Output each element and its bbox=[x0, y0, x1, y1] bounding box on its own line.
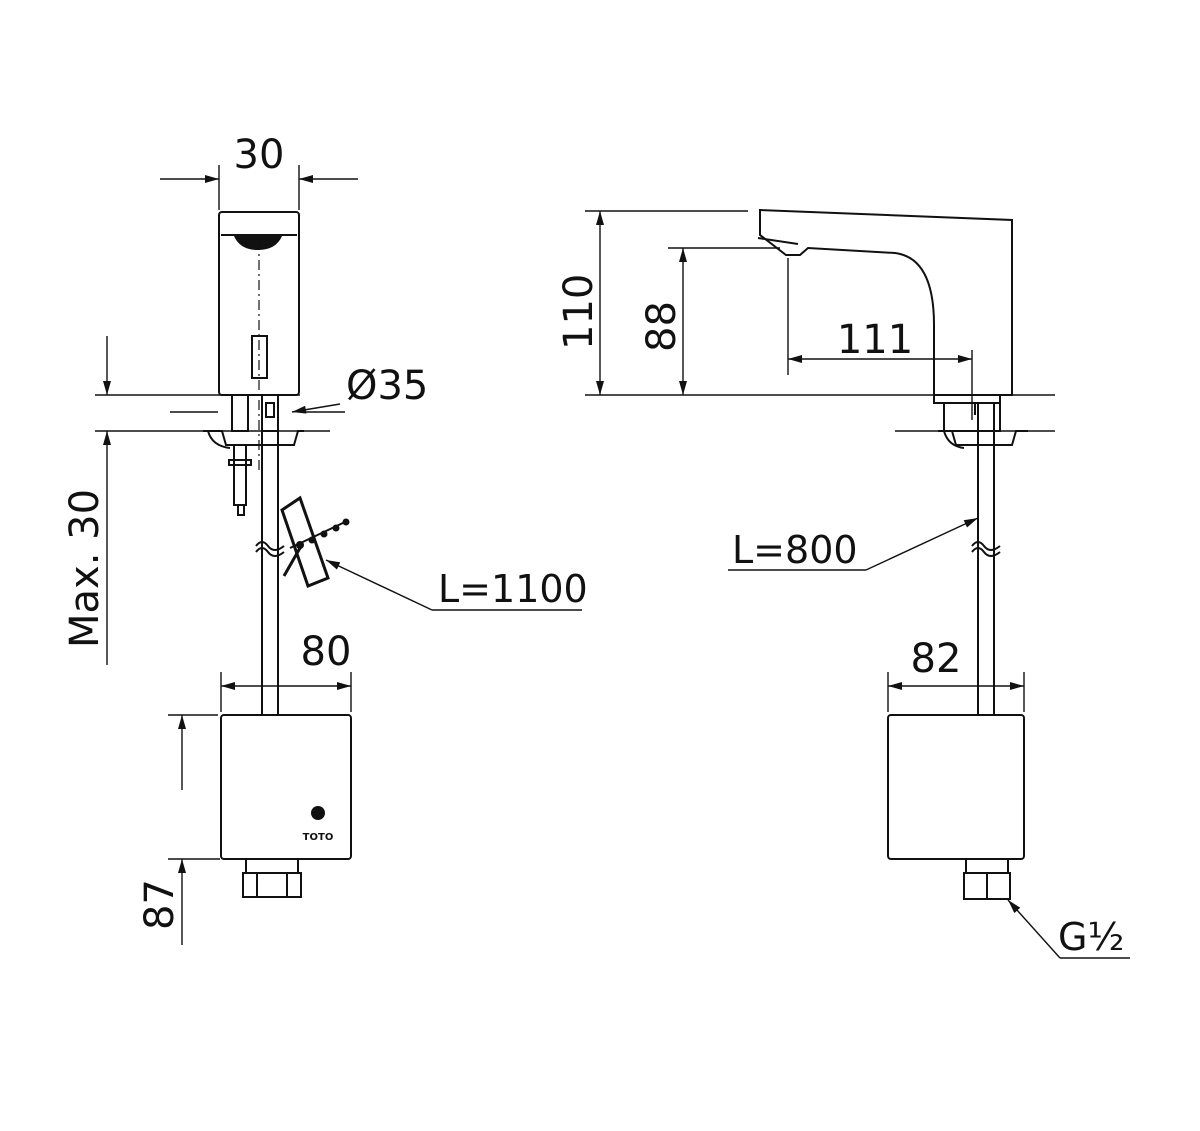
front-base-fittings bbox=[203, 394, 304, 516]
side-supply-hose bbox=[971, 403, 1001, 715]
side-spout-height-dim-text: 88 bbox=[639, 301, 685, 352]
side-view: 110 88 111 bbox=[556, 208, 1130, 959]
front-width-dimension: 30 bbox=[160, 132, 358, 210]
front-hose-length-leader: L=1100 bbox=[325, 559, 588, 611]
front-box-height-dimension: 87 bbox=[137, 714, 220, 945]
front-hose-length-text: L=1100 bbox=[438, 567, 588, 611]
front-box-width-dimension: 80 bbox=[220, 629, 352, 712]
front-cable-clip bbox=[280, 495, 350, 588]
front-width-dim-text: 30 bbox=[234, 132, 285, 178]
side-box-width-dimension: 82 bbox=[887, 636, 1025, 712]
front-diameter-dimension: Ø35 bbox=[291, 363, 428, 414]
front-logo-text: TOTO bbox=[303, 832, 334, 843]
side-height-dimension: 110 bbox=[556, 211, 604, 395]
front-supply-hose bbox=[255, 431, 285, 715]
side-faucet-body bbox=[757, 208, 1013, 396]
front-diameter-dim-text: Ø35 bbox=[346, 363, 428, 409]
front-box-width-dim-text: 80 bbox=[301, 629, 352, 675]
side-height-dim-text: 110 bbox=[556, 274, 602, 350]
front-deck-lines bbox=[95, 394, 345, 432]
front-deck-thickness-dim-text: Max. 30 bbox=[62, 489, 108, 648]
side-hose-length-leader: L=800 bbox=[728, 517, 979, 572]
side-spout-height-dimension: 88 bbox=[639, 248, 687, 395]
side-thread-leader: G½ bbox=[1007, 899, 1130, 959]
side-control-box bbox=[887, 714, 1025, 900]
front-control-box: TOTO bbox=[220, 714, 352, 898]
side-base-fittings bbox=[895, 394, 1055, 449]
front-sensor-dot bbox=[311, 806, 325, 820]
front-box-height-dim-text: 87 bbox=[137, 879, 183, 930]
side-thread-size-text: G½ bbox=[1058, 915, 1124, 959]
side-reach-dimension: 111 bbox=[788, 317, 972, 363]
front-view: 30 Ø35 Max. 30 bbox=[62, 132, 588, 945]
side-hose-length-text: L=800 bbox=[732, 528, 858, 572]
side-reach-dim-text: 111 bbox=[837, 317, 913, 363]
front-deck-thickness-dimension: Max. 30 bbox=[62, 336, 111, 665]
side-box-width-dim-text: 82 bbox=[911, 636, 962, 682]
